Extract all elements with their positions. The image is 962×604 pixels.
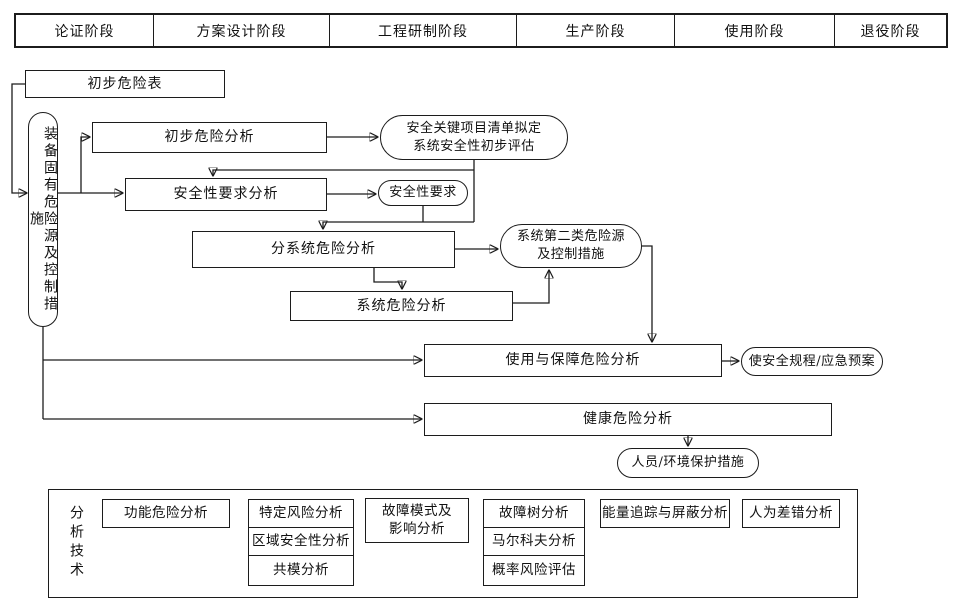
phase-decommission: 退役阶段 bbox=[860, 23, 921, 40]
node-personnel-environment-protection: 人员/环境保护措施 bbox=[617, 448, 759, 478]
tech-probabilistic-risk-assessment: 概率风险评估 bbox=[483, 555, 585, 586]
tech-zonal-safety-analysis: 区域安全性分析 bbox=[248, 527, 354, 556]
analysis-techniques-label: 分析技术 bbox=[68, 505, 84, 581]
tech-particular-risk-analysis: 特定风险分析 bbox=[248, 499, 354, 528]
node-safety-requirement: 安全性要求 bbox=[378, 180, 468, 206]
tech-energy-trace-barrier-analysis: 能量追踪与屏蔽分析 bbox=[600, 499, 730, 528]
tech-markov-analysis: 马尔科夫分析 bbox=[483, 527, 585, 556]
equipment-inherent-hazard-label: 装备固有危险源及控制措施 bbox=[28, 126, 58, 313]
node-safety-requirement-analysis: 安全性要求分析 bbox=[125, 178, 327, 211]
tech-human-error-analysis: 人为差错分析 bbox=[742, 499, 840, 528]
phase-engineering-development: 工程研制阶段 bbox=[330, 15, 517, 46]
phase-operation: 使用阶段 bbox=[675, 15, 835, 46]
node-system-hazard-analysis: 系统危险分析 bbox=[290, 291, 513, 321]
node-second-class-hazard-sources: 系统第二类危险源 及控制措施 bbox=[500, 224, 642, 268]
phase-scheme-design: 方案设计阶段 bbox=[154, 15, 330, 46]
tech-fault-tree-analysis: 故障树分析 bbox=[483, 499, 585, 528]
node-operation-support-hazard-analysis: 使用与保障危险分析 bbox=[424, 344, 722, 377]
node-safety-critical-items-list: 安全关键项目清单拟定 系统安全性初步评估 bbox=[380, 115, 568, 160]
node-equipment-inherent-hazard-sources: 装备固有危险源及控制措施 bbox=[28, 112, 58, 327]
node-health-hazard-analysis: 健康危险分析 bbox=[424, 403, 832, 436]
tech-common-mode-analysis: 共模分析 bbox=[248, 555, 354, 586]
phase-production: 生产阶段 bbox=[517, 15, 675, 46]
node-safety-rules-emergency-plan: 使安全规程/应急预案 bbox=[741, 347, 883, 376]
node-preliminary-hazard-list: 初步危险表 bbox=[25, 70, 225, 98]
phase-bar: 论证阶段 方案设计阶段 工程研制阶段 生产阶段 使用阶段 退役阶段 bbox=[14, 13, 948, 48]
tech-functional-hazard-analysis: 功能危险分析 bbox=[102, 499, 230, 528]
tech-failure-mode-effects-analysis: 故障模式及 影响分析 bbox=[365, 498, 469, 543]
node-preliminary-hazard-analysis: 初步危险分析 bbox=[92, 122, 327, 153]
phase-demonstration: 论证阶段 bbox=[16, 15, 154, 46]
node-subsystem-hazard-analysis: 分系统危险分析 bbox=[192, 231, 455, 268]
